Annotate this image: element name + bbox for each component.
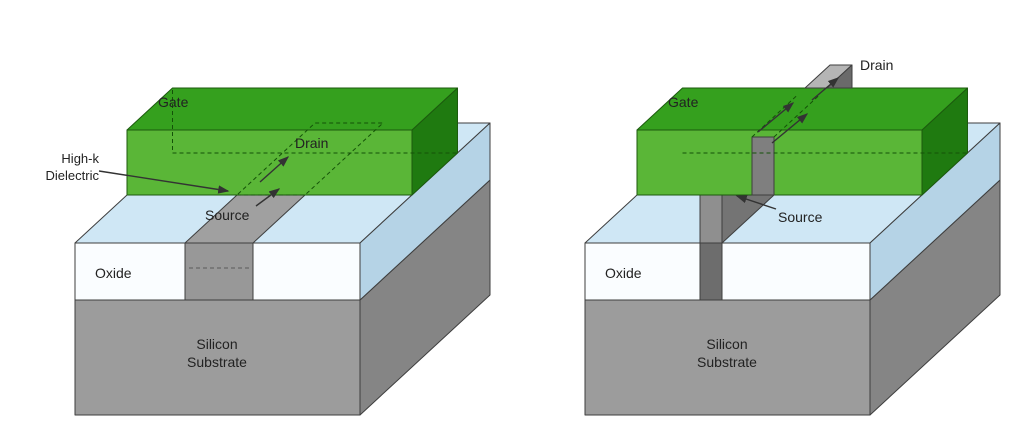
drain-label: Drain — [295, 135, 328, 151]
source-current-arrow — [255, 188, 281, 207]
gate-label: Gate — [668, 94, 699, 110]
fin-hidden-right-edge — [773, 94, 820, 138]
source-label: Source — [205, 207, 250, 223]
hidden-channel-dashed-outline — [235, 122, 385, 196]
fin-cross-section — [751, 136, 775, 196]
source-label: Source — [778, 209, 823, 225]
fin-current-arrow-1 — [757, 102, 795, 133]
gate-label: Gate — [158, 94, 189, 110]
substrate-label-line1: Silicon — [196, 336, 237, 352]
fin-current-arrow-2 — [771, 113, 809, 144]
channel-slot-front — [184, 242, 254, 301]
fin-current-arrow-3 — [811, 77, 840, 101]
oxide-label: Oxide — [95, 265, 132, 281]
substrate-label-line1: Silicon — [706, 336, 747, 352]
substrate-label-line2: Substrate — [187, 354, 247, 370]
oxide-front-face-right — [721, 242, 871, 301]
gate-front-face — [636, 129, 923, 196]
oxide-front-face-left — [584, 242, 701, 301]
substrate-front-face — [584, 299, 871, 416]
high-k-label-line2: Dielectric — [46, 168, 100, 183]
oxide-front-face-right — [252, 242, 361, 301]
substrate-label-line2: Substrate — [697, 354, 757, 370]
oxide-label: Oxide — [605, 265, 642, 281]
oxide-front-face-left — [74, 242, 186, 301]
finfet-transistor-diagram: Gate Drain Source Oxide Silicon Substrat… — [584, 57, 1001, 416]
substrate-front-face — [74, 299, 361, 416]
drain-label: Drain — [860, 57, 893, 73]
fin-slot-front — [699, 242, 723, 301]
high-k-pointer-arrow — [98, 170, 230, 194]
high-k-label-line1: High-k — [61, 151, 99, 166]
source-pointer-arrow — [735, 195, 777, 210]
gate-front-face — [126, 129, 413, 196]
drain-current-arrow — [259, 156, 290, 183]
planar-transistor-diagram: Gate Drain Source High-k Dielectric Oxid… — [46, 87, 491, 416]
